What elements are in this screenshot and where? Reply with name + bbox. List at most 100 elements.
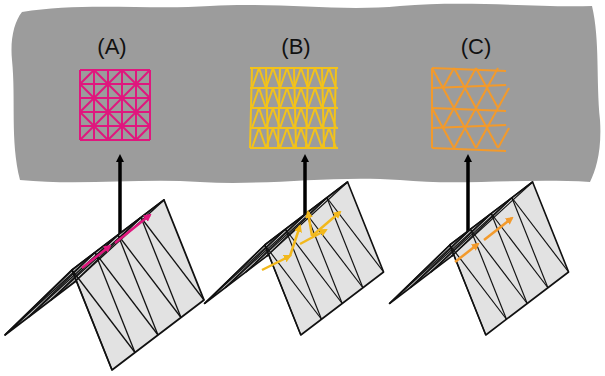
stroke <box>94 126 108 140</box>
stroke <box>443 68 454 88</box>
roof-mesh-c <box>390 182 569 335</box>
stroke <box>315 128 322 148</box>
stroke <box>308 68 315 88</box>
stroke <box>136 126 150 140</box>
stroke <box>471 229 528 303</box>
stroke <box>450 182 569 335</box>
mesh-b <box>250 68 338 148</box>
stroke <box>308 128 315 148</box>
stroke <box>301 68 308 88</box>
stroke <box>454 128 465 148</box>
stroke <box>487 68 498 88</box>
stroke <box>121 70 123 140</box>
stroke <box>322 68 329 88</box>
stroke <box>108 70 122 84</box>
stroke <box>432 68 506 71</box>
stroke <box>79 70 81 140</box>
stroke <box>308 88 315 108</box>
stroke <box>329 108 336 128</box>
stroke <box>252 68 259 88</box>
stroke <box>108 84 122 98</box>
stroke <box>454 108 465 128</box>
stroke <box>454 68 465 88</box>
stroke <box>72 200 204 370</box>
stroke <box>471 229 507 319</box>
stroke <box>287 108 294 128</box>
stroke <box>265 245 322 319</box>
stroke <box>273 128 280 148</box>
stroke <box>329 68 336 88</box>
stroke <box>80 126 94 140</box>
stroke <box>487 108 498 128</box>
stroke <box>122 84 136 98</box>
stroke <box>450 245 507 319</box>
stroke <box>95 253 135 353</box>
stroke <box>432 108 443 128</box>
stroke <box>315 88 322 108</box>
arrows-c <box>455 218 512 262</box>
roof-mesh-a <box>5 200 204 370</box>
stroke <box>443 108 454 128</box>
stroke <box>80 98 94 112</box>
stroke <box>287 88 294 108</box>
stroke <box>122 112 136 126</box>
stroke <box>465 108 476 128</box>
stroke <box>72 270 112 370</box>
stroke <box>329 88 336 108</box>
gray-region <box>11 4 600 183</box>
stroke <box>465 68 476 88</box>
stroke <box>280 88 287 108</box>
stroke <box>259 68 266 88</box>
stroke <box>301 88 308 108</box>
stroke <box>476 88 487 108</box>
stroke <box>454 88 465 108</box>
stroke <box>259 128 266 148</box>
stroke <box>93 70 95 140</box>
stroke <box>80 70 94 84</box>
stroke <box>252 128 259 148</box>
stroke <box>498 128 509 148</box>
stroke <box>491 214 548 288</box>
stroke <box>432 148 506 151</box>
stroke <box>72 270 135 353</box>
stroke <box>294 128 301 148</box>
stroke <box>487 128 498 148</box>
stroke <box>294 68 301 88</box>
stroke <box>252 88 259 108</box>
stroke <box>94 112 108 126</box>
stroke <box>294 108 301 128</box>
stroke <box>280 68 287 88</box>
stroke <box>315 68 322 88</box>
stroke <box>80 83 150 85</box>
stroke <box>122 70 136 84</box>
mesh-c <box>432 68 509 151</box>
arrows-a <box>82 215 150 268</box>
stroke <box>315 108 322 128</box>
stroke <box>108 112 122 126</box>
stroke <box>301 128 308 148</box>
stroke <box>135 70 137 140</box>
stroke <box>273 108 280 128</box>
stroke <box>80 111 150 113</box>
stroke <box>476 108 487 128</box>
stroke <box>498 88 509 108</box>
stroke <box>266 128 273 148</box>
stroke <box>107 70 109 140</box>
stroke <box>487 88 498 108</box>
stroke <box>431 68 433 148</box>
stroke <box>80 139 150 141</box>
stroke <box>80 69 150 71</box>
stroke <box>122 98 136 112</box>
mesh-a <box>80 70 150 140</box>
stroke <box>250 67 338 69</box>
panel-label: (A) <box>97 34 126 60</box>
stroke <box>259 108 266 128</box>
stroke <box>266 68 273 88</box>
stroke <box>80 97 150 99</box>
stroke <box>252 108 259 128</box>
stroke <box>149 70 151 140</box>
stroke <box>136 112 150 126</box>
stroke <box>141 218 181 318</box>
stroke <box>322 108 329 128</box>
stroke <box>512 198 569 272</box>
